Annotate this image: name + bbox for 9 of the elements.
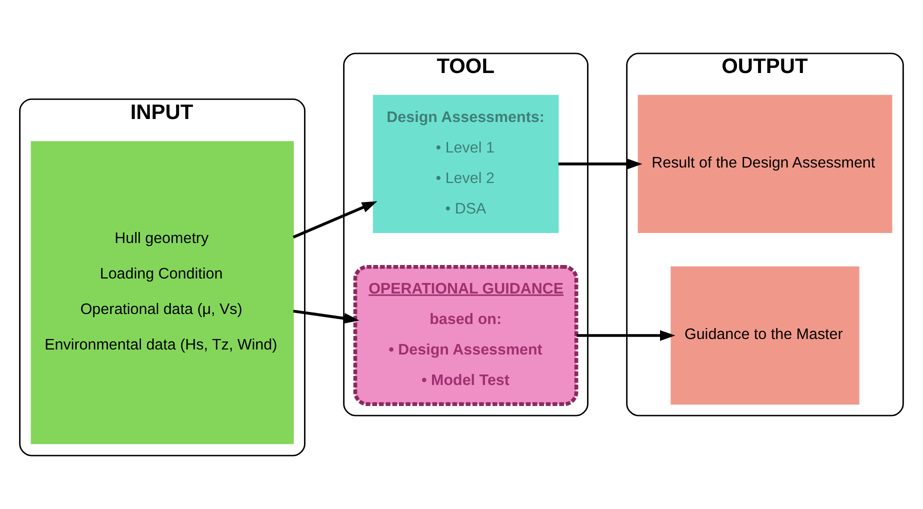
node-box: Result of the Design Assessment bbox=[638, 94, 892, 234]
arrow bbox=[558, 158, 642, 170]
node-box: Design Assessments: • Level 1 • Level 2 • DSA bbox=[372, 94, 559, 234]
arrow bbox=[576, 330, 676, 341]
node-box: Hull geometry Loading Condition Operational data (μ, Vs) Environmental data (Hs, Tz, Wind) bbox=[30, 141, 294, 444]
node-box: OPERATIONAL GUIDANCE based on: • Design Assessment • Model Test bbox=[353, 264, 578, 406]
arrow bbox=[293, 310, 360, 324]
node-box: Guidance to the Master bbox=[670, 266, 860, 405]
arrow bbox=[292, 201, 378, 238]
